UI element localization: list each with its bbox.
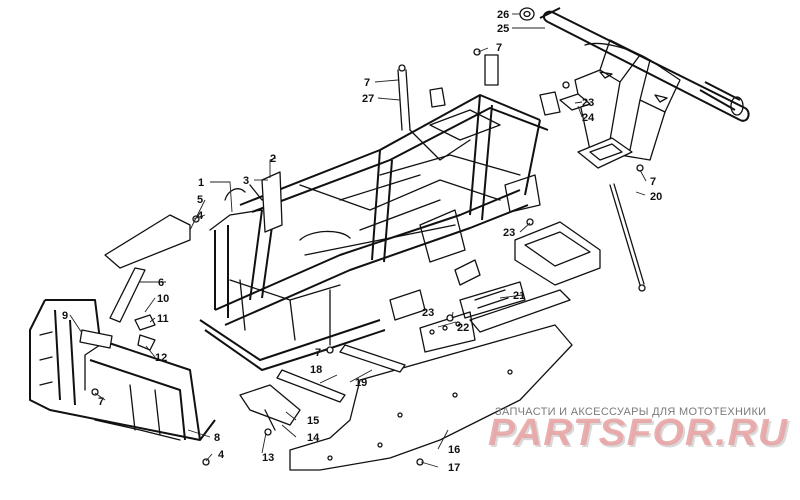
leader-lines xyxy=(69,13,647,468)
rear-rack xyxy=(542,10,750,161)
skid-plate-16 xyxy=(289,324,573,471)
right-footrest xyxy=(419,221,601,353)
callout-15: 15 xyxy=(307,415,319,427)
watermark-tagline: ЗАПЧАСТИ И АКСЕССУАРЫ ДЛЯ МОТОТЕХНИКИ xyxy=(495,406,766,418)
callout-3: 3 xyxy=(243,175,249,187)
callout-24: 24 xyxy=(582,112,595,124)
callout-23: 23 xyxy=(422,307,434,319)
callout-7: 7 xyxy=(496,42,502,54)
callout-12: 12 xyxy=(155,352,167,364)
watermark: ЗАПЧАСТИ И АКСЕССУАРЫ ДЛЯ МОТОТЕХНИКИ PA… xyxy=(488,406,791,456)
callout-4: 4 xyxy=(197,210,204,222)
watermark-brand: PARTSFOR.RU xyxy=(488,412,789,454)
bracket-plate-tray xyxy=(577,137,633,169)
front-bracket-5 xyxy=(104,214,191,269)
callout-20: 20 xyxy=(650,191,662,203)
callout-6: 6 xyxy=(158,277,164,289)
callout-4: 4 xyxy=(218,449,225,461)
callout-1: 1 xyxy=(198,177,204,189)
callout-22: 22 xyxy=(457,322,469,334)
callout-14: 14 xyxy=(307,432,320,444)
foam-strip-18 xyxy=(276,369,346,403)
hardware-bolts xyxy=(91,48,644,466)
watermark-brand-shadow: PARTSFOR.RU xyxy=(490,414,791,456)
rack-bumper-grips xyxy=(539,7,744,116)
callout-13: 13 xyxy=(262,452,274,464)
callout-9: 9 xyxy=(62,310,68,322)
callout-7: 7 xyxy=(98,396,104,408)
grommet-26 xyxy=(519,7,535,21)
callout-18: 18 xyxy=(310,364,322,376)
foam-strip-19 xyxy=(339,344,406,373)
callout-17: 17 xyxy=(448,462,460,474)
callout-7: 7 xyxy=(315,347,321,359)
callout-26: 26 xyxy=(497,9,509,21)
rod-20 xyxy=(609,183,646,292)
callout-27: 27 xyxy=(362,93,374,105)
frame-strap-27 xyxy=(397,64,411,131)
bumper-badge-9 xyxy=(79,329,113,349)
callout-5: 5 xyxy=(197,194,203,206)
callout-2: 2 xyxy=(270,153,276,165)
callout-21: 21 xyxy=(513,290,525,302)
callout-7: 7 xyxy=(650,176,656,188)
front-bracket-6 xyxy=(109,267,146,323)
mounting-plate-24 xyxy=(559,93,591,111)
callout-10: 10 xyxy=(157,293,169,305)
callout-16: 16 xyxy=(448,444,460,456)
front-brace-14 xyxy=(239,384,301,431)
main-frame xyxy=(199,54,561,371)
callout-8: 8 xyxy=(214,432,220,444)
callout-25: 25 xyxy=(497,23,509,35)
callout-19: 19 xyxy=(355,377,367,389)
front-bumper-8 xyxy=(29,299,216,441)
callout-numbers: 1 2 3 4 4 5 6 7 7 7 7 7 8 9 10 11 12 13 … xyxy=(62,9,662,474)
callout-11: 11 xyxy=(157,313,169,325)
callout-23: 23 xyxy=(582,97,594,109)
callout-7: 7 xyxy=(364,77,370,89)
clip-10-11-12 xyxy=(134,314,156,351)
steering-support-2 xyxy=(261,171,283,233)
callout-23: 23 xyxy=(503,227,515,239)
